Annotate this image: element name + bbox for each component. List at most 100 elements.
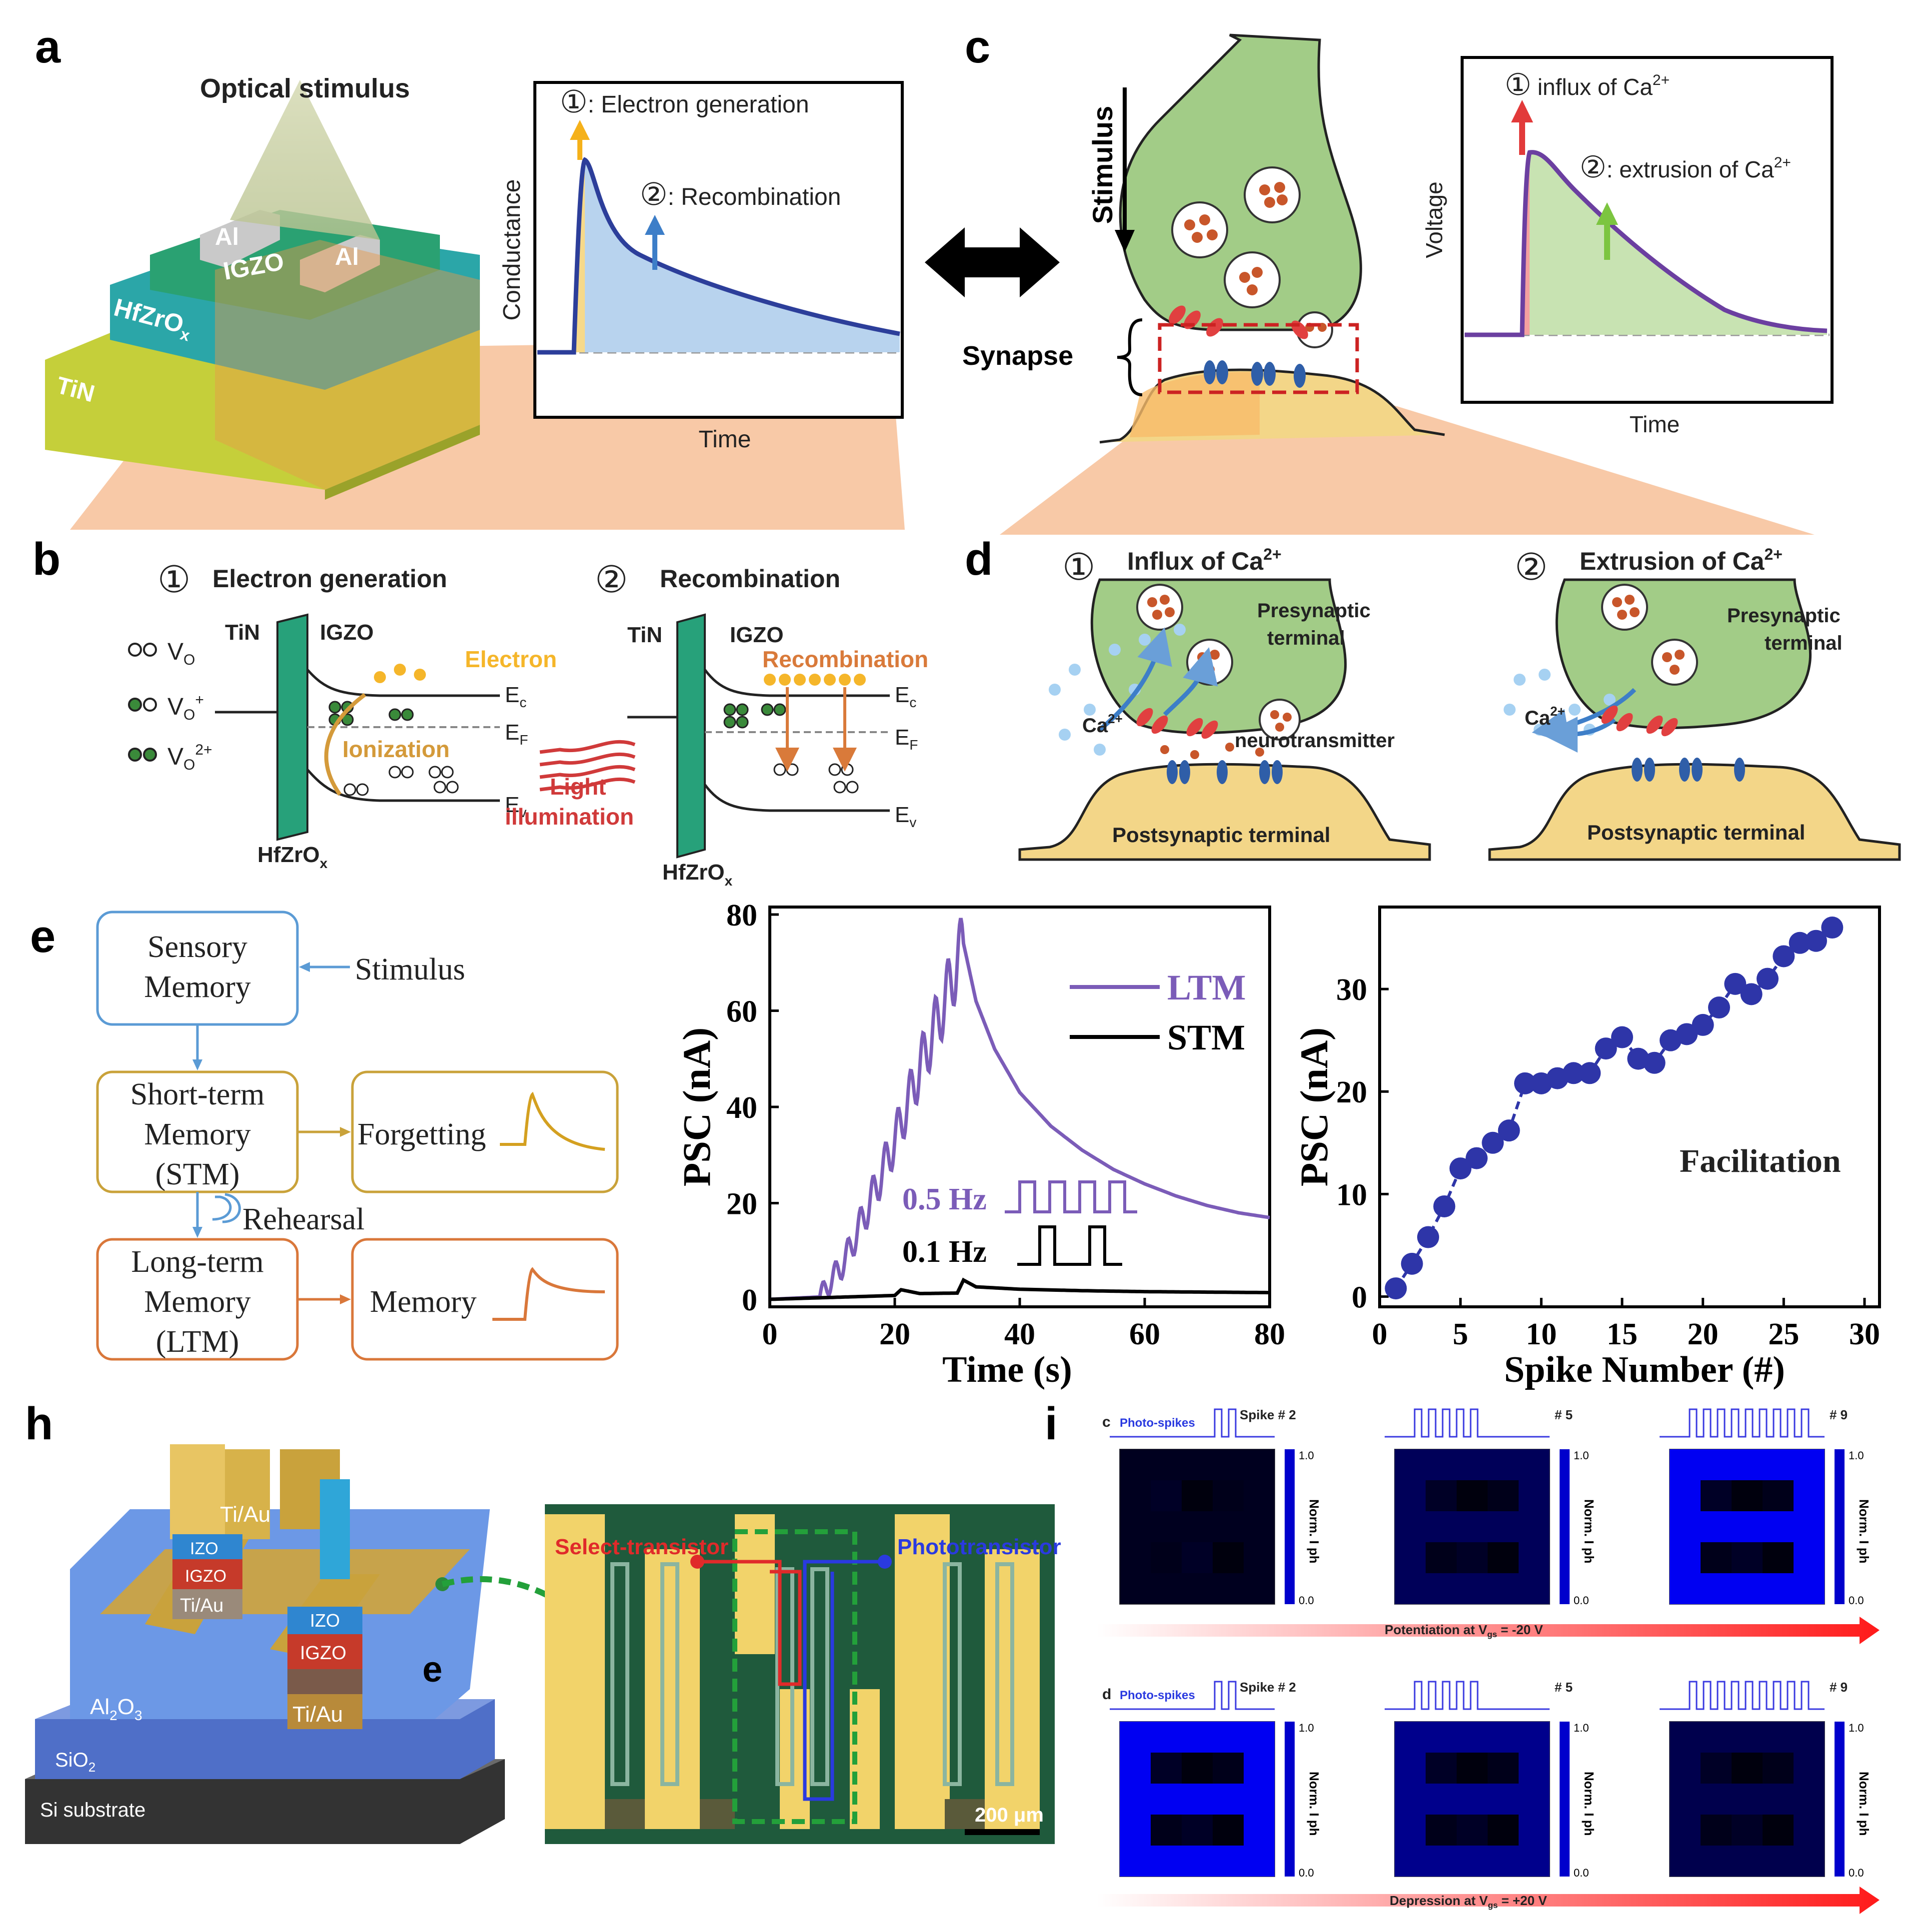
heatmap-cell [1519,1480,1550,1511]
colorbar-label: Norm. I ph [1857,1772,1872,1836]
heatmap-cell [1519,1542,1550,1573]
svg-text:IGZO: IGZO [730,623,784,647]
y-tick-label: 40 [726,1091,757,1125]
svg-text:Influx of Ca2+: Influx of Ca2+ [1127,545,1282,575]
heatmap-cell [1488,1542,1519,1573]
svg-text:Rehearsal: Rehearsal [242,1202,364,1236]
heatmap-cell [1426,1784,1457,1815]
heatmap-cell [1395,1722,1426,1753]
heatmap-cell [1794,1753,1825,1784]
svg-text:VO2+: VO2+ [167,742,212,773]
heatmap-cell [1488,1815,1519,1846]
heatmap-cell [1670,1511,1701,1542]
y-tick-label: 30 [1336,973,1367,1007]
heatmap-cell [1395,1480,1426,1511]
svg-text:Stimulus: Stimulus [355,953,465,986]
heatmap-cell [1794,1542,1825,1573]
svg-text:IZO: IZO [310,1610,340,1631]
series-line-stm [769,1277,1270,1301]
heatmap-cell [1732,1449,1763,1480]
data-point [1385,1277,1407,1300]
data-point [1643,1051,1666,1074]
y-tick-label: 20 [726,1187,757,1221]
svg-text:Ec: Ec [895,683,916,710]
heatmap-cell [1701,1480,1732,1511]
micrograph: Select-transistor Phototransistor 200 μm [545,1504,1061,1844]
svg-text:terminal: terminal [1765,632,1843,654]
heatmap-cell [1426,1449,1457,1480]
heatmap-cell [1120,1449,1151,1480]
svg-text:Ti/Au: Ti/Au [292,1702,343,1727]
heatmap-cell [1488,1449,1519,1480]
svg-text:IGZO: IGZO [320,620,374,645]
heatmap-cell [1426,1753,1457,1784]
heatmap-cell [1794,1449,1825,1480]
svg-text:Ti/Au: Ti/Au [220,1502,270,1527]
heatmap-cell [1763,1815,1794,1846]
colorbar [1835,1449,1845,1604]
tiau-stack2 [287,1694,362,1729]
al-label-1: Al [215,224,239,250]
svg-text:VO+: VO+ [167,692,204,723]
svg-text:Ev: Ev [505,793,526,820]
data-point [1482,1131,1504,1154]
y-tick-label: 10 [1336,1178,1367,1212]
data-point [1740,983,1763,1005]
band-diagram-2: Recombination Ec EF Ev TiN IGZO HfZrOx [627,613,928,889]
heatmap-cell [1182,1449,1213,1480]
al-electrode-left [200,210,280,267]
panel-d: ① Influx of Ca2+ ② Extrusion of Ca2+ [1018,545,1901,861]
svg-text:Long-term: Long-term [131,1245,263,1279]
heatmap-cell [1488,1722,1519,1753]
chart-g-xlabel: Spike Number (#) [1504,1349,1785,1390]
vesicles [1171,166,1333,348]
igzo-stack1 [172,1559,242,1589]
svg-text:Electron: Electron [465,646,557,672]
heatmap-cell [1426,1511,1457,1542]
x-tick-label: 30 [1849,1317,1880,1351]
heatmap-cell [1244,1542,1275,1573]
data-point [1724,972,1747,995]
svg-text:Ev: Ev [895,803,916,830]
heatmap-cell [1670,1449,1701,1480]
heatmap-cell [1244,1573,1275,1604]
heatmap-cell [1120,1846,1151,1877]
svg-text:neurotransmitter: neurotransmitter [1235,730,1395,752]
heatmap-cell [1182,1573,1213,1604]
heatmap-cell [1519,1722,1550,1753]
photo-spikes-label: Photo-spikes [1120,1689,1195,1702]
heatmap-cell [1701,1511,1732,1542]
heatmap-cell [1426,1815,1457,1846]
photo-spike-train [1660,1408,1825,1438]
svg-text:Al2O3: Al2O3 [90,1695,142,1723]
chart-f-ylabel: PSC (nA) [675,1027,718,1187]
x-tick-label: 5 [1453,1317,1468,1351]
y-tick-label: 0 [1352,1280,1367,1314]
svg-text:IGZO: IGZO [185,1567,226,1586]
chart-f-xlabel: Time (s) [942,1349,1072,1390]
heatmap-cell [1519,1846,1550,1877]
colorbar-max: 1.0 [1574,1722,1589,1734]
svg-text:Short-term: Short-term [130,1077,265,1111]
pulse-01hz [1017,1225,1122,1266]
electron-generation-arrow [570,120,590,140]
potentiation-arrow [1097,1617,1880,1644]
x-tick-label: 20 [1688,1317,1719,1351]
spike-count-label: # 5 [1555,1680,1573,1695]
potentiation-label: Potentiation at Vgs = -20 V [1385,1622,1543,1639]
svg-text:SiO2: SiO2 [55,1749,95,1775]
heatmap-cell [1244,1722,1275,1753]
time-axis-label-c: Time [1630,411,1680,437]
svg-text:TiN: TiN [627,623,662,647]
heatmap-cell [1701,1573,1732,1604]
extrusion-label: ②: extrusion of Ca2+ [1580,150,1791,184]
x-tick-label: 60 [1129,1317,1160,1351]
heatmap-cell [1151,1846,1182,1877]
svg-text:HfZrOx: HfZrOx [662,860,733,889]
svg-text:EF: EF [505,720,528,748]
heatmap-cell [1457,1784,1488,1815]
